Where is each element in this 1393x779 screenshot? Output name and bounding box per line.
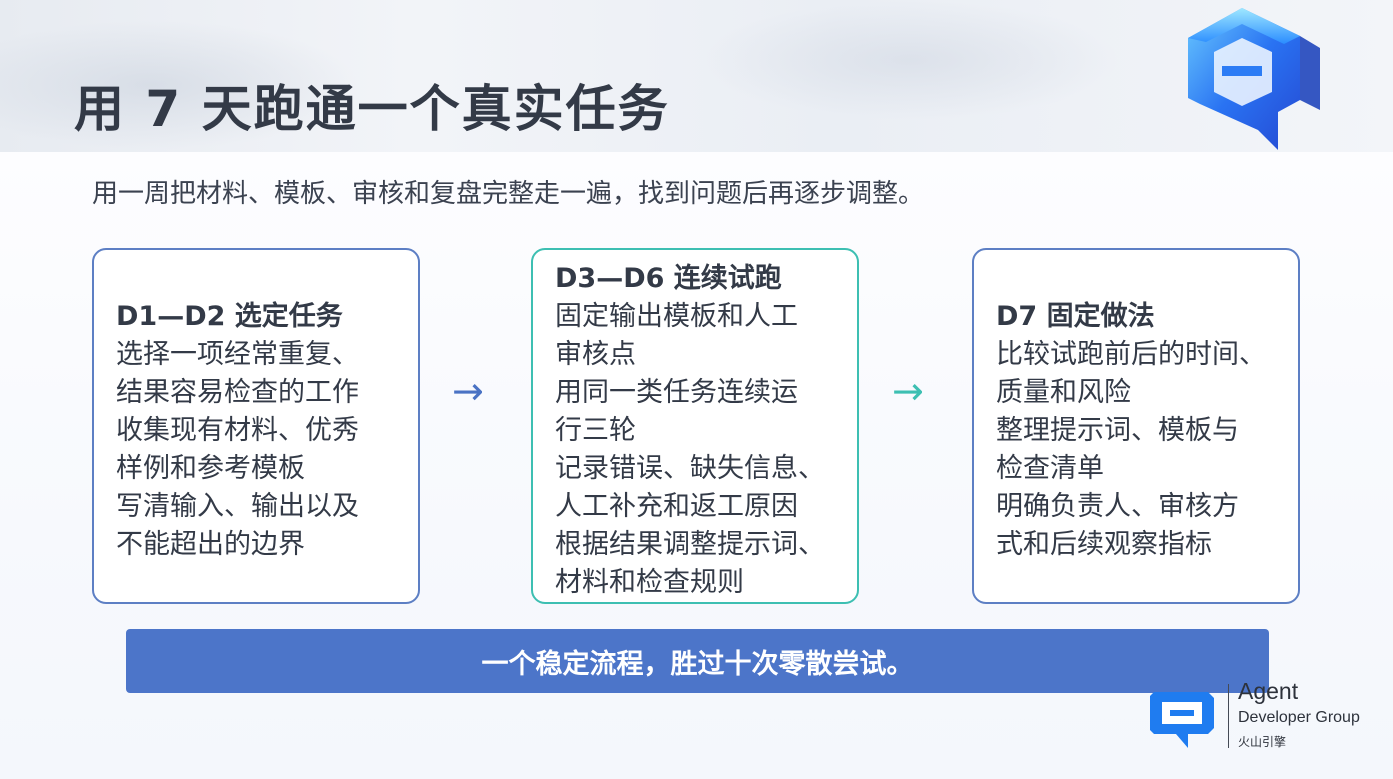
arrow-right-icon: → (452, 369, 484, 413)
brand-footer: Agent Developer Group 火山引擎 (1146, 676, 1386, 756)
card-line: 记录错误、缺失信息、 (555, 453, 825, 484)
brand-subname: Developer Group (1238, 709, 1360, 726)
card-title: D7 固定做法 (996, 301, 1155, 332)
brand-company: 火山引擎 (1238, 735, 1287, 749)
card-line: 写清输入、输出以及 (116, 491, 359, 522)
card-line: 人工补充和返工原因 (555, 491, 798, 522)
volcano-engine-logo-3d (1188, 8, 1320, 150)
card-d1-d2: D1—D2 选定任务 选择一项经常重复、 结果容易检查的工作 收集现有材料、优秀… (92, 248, 420, 604)
card-d3-d6: D3—D6 连续试跑 固定输出模板和人工 审核点 用同一类任务连续运 行三轮 记… (531, 248, 859, 604)
card-line: 式和后续观察指标 (996, 529, 1212, 560)
card-line: 固定输出模板和人工 (555, 301, 798, 332)
header-blur-decoration (0, 20, 360, 150)
brand-name: Agent (1238, 678, 1299, 704)
card-content: D1—D2 选定任务 选择一项经常重复、 结果容易检查的工作 收集现有材料、优秀… (116, 298, 404, 564)
card-line: 根据结果调整提示词、 (555, 529, 825, 560)
card-line: 结果容易检查的工作 (116, 377, 359, 408)
card-line: 检查清单 (996, 453, 1104, 484)
card-line: 整理提示词、模板与 (996, 415, 1239, 446)
agent-developer-group-logo (1150, 692, 1214, 748)
card-line: 质量和风险 (996, 377, 1131, 408)
card-line: 比较试跑前后的时间、 (996, 339, 1266, 370)
card-line: 收集现有材料、优秀 (116, 415, 359, 446)
card-title: D1—D2 选定任务 (116, 301, 343, 332)
card-line: 审核点 (555, 339, 636, 370)
page-title: 用 7 天跑通一个真实任务 (74, 80, 670, 138)
arrow-right-icon: → (892, 369, 924, 413)
summary-banner: 一个稳定流程，胜过十次零散尝试。 (126, 629, 1269, 693)
card-title: D3—D6 连续试跑 (555, 263, 782, 294)
card-content: D7 固定做法 比较试跑前后的时间、 质量和风险 整理提示词、模板与 检查清单 … (996, 298, 1284, 564)
card-line: 不能超出的边界 (116, 529, 305, 560)
page-subtitle: 用一周把材料、模板、审核和复盘完整走一遍，找到问题后再逐步调整。 (92, 179, 925, 209)
card-line: 选择一项经常重复、 (116, 339, 359, 370)
card-line: 样例和参考模板 (116, 453, 305, 484)
brand-separator (1228, 684, 1229, 748)
banner-text: 一个稳定流程，胜过十次零散尝试。 (481, 648, 914, 680)
header-blur-decoration (700, 0, 1120, 120)
card-content: D3—D6 连续试跑 固定输出模板和人工 审核点 用同一类任务连续运 行三轮 记… (555, 260, 843, 602)
card-line: 用同一类任务连续运 (555, 377, 798, 408)
card-line: 明确负责人、审核方 (996, 491, 1239, 522)
card-line: 材料和检查规则 (555, 567, 744, 598)
card-line: 行三轮 (555, 415, 636, 446)
card-d7: D7 固定做法 比较试跑前后的时间、 质量和风险 整理提示词、模板与 检查清单 … (972, 248, 1300, 604)
